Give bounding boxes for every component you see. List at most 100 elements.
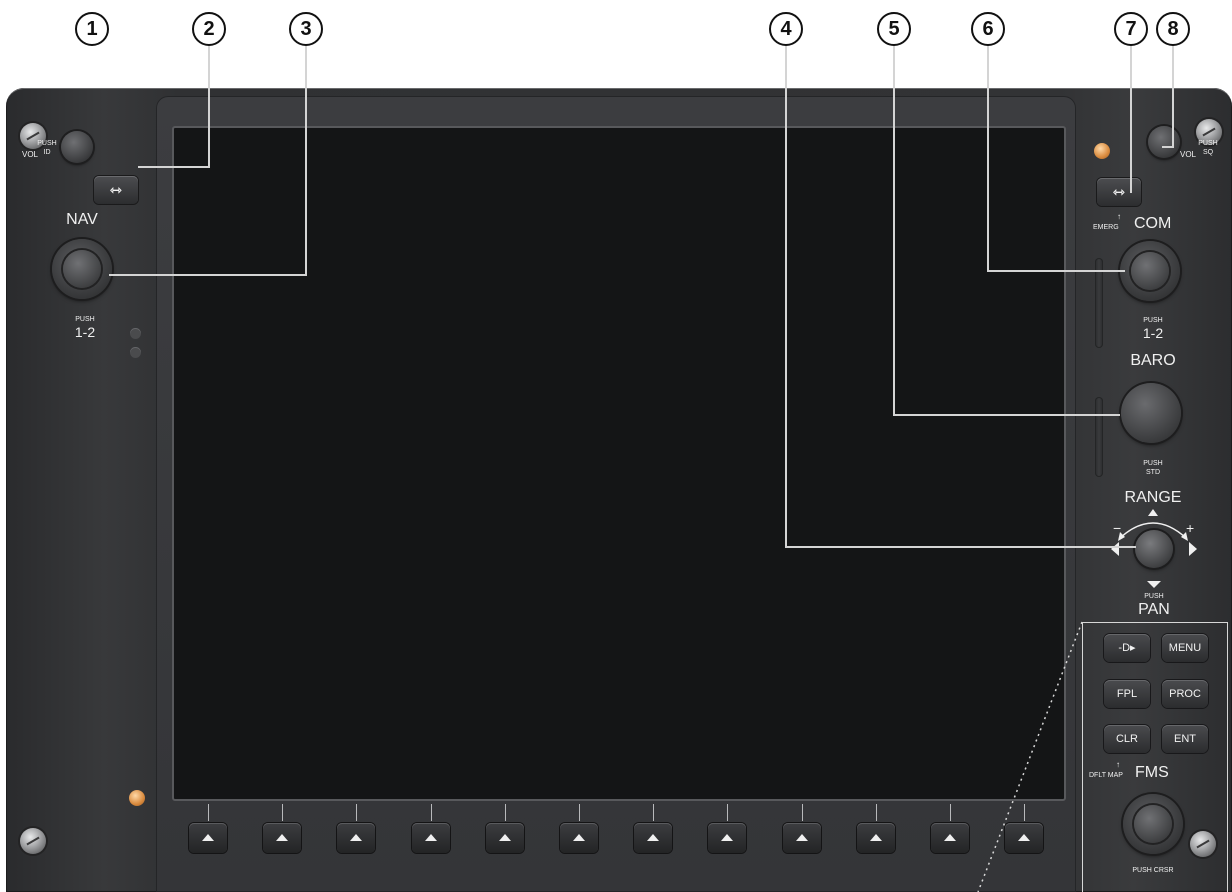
emerg-arrow-icon: ↑: [1117, 212, 1121, 221]
com-vol-push-label: PUSH: [1198, 140, 1218, 147]
push-crsr-label: PUSH CRSR: [1118, 867, 1188, 874]
callout-4: 4: [769, 12, 803, 46]
com-vol-push-action: SQ: [1198, 149, 1218, 156]
softkey-10[interactable]: [857, 823, 895, 853]
nav-push-action: 1-2: [65, 324, 105, 340]
callout-8: 8: [1156, 12, 1190, 46]
softkey-3[interactable]: [337, 823, 375, 853]
fms-label: FMS: [1135, 764, 1169, 782]
callout-5: 5: [877, 12, 911, 46]
softkey-tick: [579, 804, 580, 821]
callout-1: 1: [75, 12, 109, 46]
softkey-tick: [282, 804, 283, 821]
nav-vol-push-action: ID: [37, 149, 57, 156]
softkey-tick: [653, 804, 654, 821]
softkey-11[interactable]: [931, 823, 969, 853]
triangle-up-icon: [276, 834, 288, 841]
pan-left-arrow-icon: [1110, 542, 1120, 556]
menu-key[interactable]: MENU: [1162, 634, 1208, 662]
indicator-dot: [130, 328, 141, 339]
nav-knob[interactable]: [52, 239, 112, 299]
softkey-tick: [802, 804, 803, 821]
softkey-4[interactable]: [412, 823, 450, 853]
callout-6: 6: [971, 12, 1005, 46]
slot-upper: [1095, 258, 1103, 348]
fpl-key[interactable]: FPL: [1104, 680, 1150, 708]
com-push-label: PUSH: [1138, 317, 1168, 324]
emerg-label: EMERG: [1093, 224, 1119, 231]
triangle-up-icon: [350, 834, 362, 841]
nav-frequency-transfer-button[interactable]: ⇿: [94, 176, 138, 204]
display-screen: [172, 126, 1066, 801]
fms-knob-inner[interactable]: [1134, 805, 1172, 843]
indicator-dot: [130, 347, 141, 358]
nav-vol-push-label: PUSH: [37, 140, 57, 147]
photocell-indicator-right: [1094, 143, 1110, 159]
nav-label: NAV: [60, 211, 104, 229]
softkey-tick: [505, 804, 506, 821]
com-volume-knob[interactable]: [1148, 126, 1180, 158]
nav-vol-label: VOL: [22, 150, 38, 159]
callout-3: 3: [289, 12, 323, 46]
range-plus-label: +: [1186, 520, 1194, 536]
com-knob-inner[interactable]: [1131, 252, 1169, 290]
triangle-up-icon: [499, 834, 511, 841]
com-label: COM: [1134, 215, 1171, 233]
range-pan-joystick[interactable]: [1135, 530, 1173, 568]
softkey-2[interactable]: [263, 823, 301, 853]
pan-down-arrow-icon: [1147, 580, 1161, 589]
triangle-up-icon: [425, 834, 437, 841]
photocell-indicator-left: [129, 790, 145, 806]
com-push-action: 1-2: [1133, 325, 1173, 341]
triangle-up-icon: [870, 834, 882, 841]
softkey-7[interactable]: [634, 823, 672, 853]
com-knob[interactable]: [1120, 241, 1180, 301]
slot-lower: [1095, 397, 1103, 477]
softkey-6[interactable]: [560, 823, 598, 853]
softkey-tick: [876, 804, 877, 821]
dflt-map-arrow-icon: ↑: [1116, 760, 1120, 769]
softkey-tick: [950, 804, 951, 821]
range-minus-label: −: [1113, 520, 1121, 536]
softkey-9[interactable]: [783, 823, 821, 853]
triangle-up-icon: [796, 834, 808, 841]
baro-knob[interactable]: [1121, 383, 1181, 443]
direct-to-key[interactable]: -D▸: [1104, 634, 1150, 662]
softkey-5[interactable]: [486, 823, 524, 853]
nav-push-label: PUSH: [70, 316, 100, 323]
pan-push-label: PUSH: [1139, 593, 1169, 600]
triangle-up-icon: [721, 834, 733, 841]
baro-push-action: STD: [1138, 469, 1168, 476]
softkey-12[interactable]: [1005, 823, 1043, 853]
nav-knob-inner[interactable]: [63, 250, 101, 288]
softkey-tick: [431, 804, 432, 821]
nav-volume-knob[interactable]: [61, 131, 93, 163]
com-frequency-transfer-button[interactable]: ⇿: [1097, 178, 1141, 206]
triangle-up-icon: [573, 834, 585, 841]
swap-arrows-icon: ⇿: [1113, 183, 1126, 201]
softkey-8[interactable]: [708, 823, 746, 853]
triangle-up-icon: [944, 834, 956, 841]
clr-key[interactable]: CLR: [1104, 725, 1150, 753]
fms-knob[interactable]: [1123, 794, 1183, 854]
pan-right-arrow-icon: [1188, 542, 1198, 556]
swap-arrows-icon: ⇿: [110, 181, 123, 199]
baro-label: BARO: [1123, 352, 1183, 370]
dflt-map-label: DFLT MAP: [1089, 772, 1123, 779]
screw-bottom-left: [20, 828, 46, 854]
ent-key[interactable]: ENT: [1162, 725, 1208, 753]
callout-7: 7: [1114, 12, 1148, 46]
softkey-1[interactable]: [189, 823, 227, 853]
com-vol-label: VOL: [1180, 150, 1196, 159]
softkey-tick: [1024, 804, 1025, 821]
pan-label: PAN: [1129, 601, 1179, 619]
baro-push-label: PUSH: [1138, 460, 1168, 467]
triangle-up-icon: [1018, 834, 1030, 841]
softkey-tick: [727, 804, 728, 821]
softkey-tick: [356, 804, 357, 821]
triangle-up-icon: [202, 834, 214, 841]
softkey-tick: [208, 804, 209, 821]
proc-key[interactable]: PROC: [1162, 680, 1208, 708]
callout-2: 2: [192, 12, 226, 46]
triangle-up-icon: [647, 834, 659, 841]
